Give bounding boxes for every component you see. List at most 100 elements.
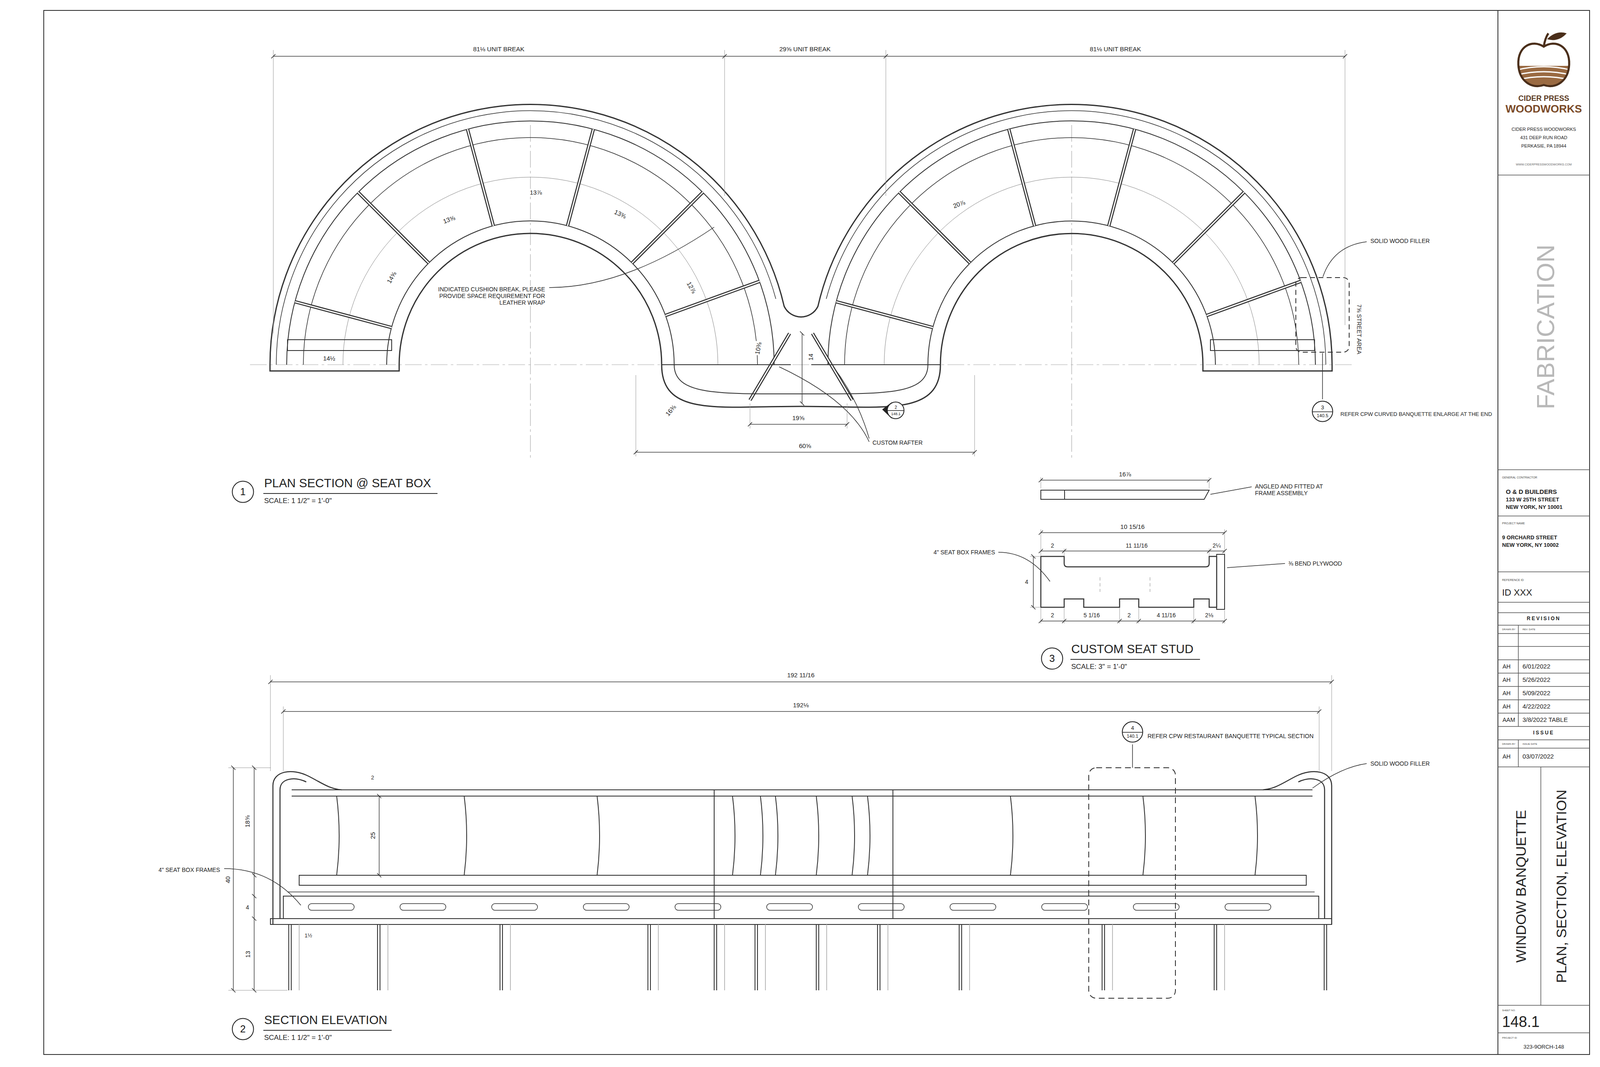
callout-bubble: 1 bbox=[231, 480, 255, 503]
dimension-line bbox=[635, 451, 975, 453]
table-cell: AH bbox=[1501, 689, 1512, 697]
dimension-text: 4 11/16 bbox=[1155, 611, 1177, 619]
leader-line bbox=[1227, 563, 1285, 568]
leader-line bbox=[224, 744, 1367, 905]
end-block bbox=[287, 339, 392, 351]
unit-break bbox=[714, 789, 893, 919]
callout-number: 3 bbox=[1049, 652, 1055, 664]
note-text: REFER CPW RESTAURANT BANQUETTE TYPICAL S… bbox=[1146, 732, 1315, 740]
dimension-text: 2 bbox=[1050, 611, 1055, 619]
field-caption: GENERAL CONTRACTOR bbox=[1501, 475, 1538, 480]
view-title-underline bbox=[263, 493, 1200, 1030]
frame-cutout bbox=[583, 903, 630, 910]
note-text: ANGLED AND FITTED AT FRAME ASSEMBLY bbox=[1254, 482, 1340, 497]
dimension-text: 2¼ bbox=[1211, 542, 1222, 549]
callout-number: 2 bbox=[894, 405, 898, 410]
bubble-content: 2 bbox=[240, 1023, 246, 1035]
table-cell: 5/09/2022 bbox=[1521, 689, 1552, 697]
bubble-content: 4140.1 bbox=[1126, 725, 1139, 739]
dimension-line bbox=[283, 710, 1320, 712]
view-title-underline bbox=[263, 493, 1200, 1030]
table-cell: AAM bbox=[1501, 716, 1516, 723]
bubble-divider bbox=[1312, 411, 1333, 413]
frame-cutout bbox=[1133, 903, 1180, 910]
logo-text: WOODWORKS bbox=[1504, 102, 1583, 116]
frame-cutout bbox=[308, 903, 1271, 910]
leader-line bbox=[1132, 744, 1133, 768]
extension-line bbox=[1030, 477, 1225, 624]
dimension-text: 19⅝ bbox=[791, 414, 805, 422]
title-block-rules bbox=[1497, 175, 1590, 1033]
field-value: ID XXX bbox=[1501, 587, 1533, 598]
bubble-circle bbox=[887, 402, 905, 419]
view-title: SECTION ELEVATION bbox=[263, 1012, 388, 1027]
dimension-text: 7⅝ STREET AREA bbox=[1355, 303, 1363, 355]
frame-cutout bbox=[858, 903, 905, 910]
stud-top-piece bbox=[1040, 490, 1210, 500]
leader-line bbox=[998, 486, 1285, 582]
callout-bubble: 3 bbox=[1040, 647, 1064, 670]
callout-number: 3 bbox=[1320, 404, 1324, 411]
leader-line bbox=[779, 366, 870, 442]
dimension-text: 13⅜ bbox=[612, 207, 628, 221]
extension-line bbox=[228, 675, 1332, 990]
bubble-circle bbox=[232, 481, 254, 503]
view-title: PLAN SECTION @ SEAT BOX bbox=[263, 476, 433, 490]
bubble-circle bbox=[1122, 721, 1143, 743]
base-plate bbox=[270, 918, 1332, 925]
frame-cutout bbox=[1041, 903, 1088, 910]
banquette-plan bbox=[250, 104, 1355, 459]
leg bbox=[288, 924, 1327, 990]
note-text: ⅜ BEND PLYWOOD bbox=[1287, 560, 1343, 567]
hidden-line bbox=[1100, 577, 1150, 592]
cushion-line bbox=[342, 177, 1260, 365]
sheet-frame bbox=[43, 10, 1590, 1055]
back-rail bbox=[291, 789, 1313, 796]
leader-line bbox=[549, 227, 1367, 442]
bubble-outline bbox=[1311, 400, 1334, 423]
sheet-frame bbox=[43, 10, 1590, 1055]
dimension-text: 5 1/16 bbox=[1082, 611, 1101, 619]
field-value: NEW YORK, NY 10002 bbox=[1501, 542, 1560, 549]
company-url: WWW.CIDERPRESSWOODWORKS.COM bbox=[1515, 162, 1573, 167]
bubble-divider bbox=[1122, 731, 1143, 733]
leader-line bbox=[1322, 352, 1323, 400]
note-text: 4" SEAT BOX FRAMES bbox=[932, 548, 996, 556]
field-caption: DRAWN BY bbox=[1501, 742, 1517, 746]
custom-seat-stud bbox=[998, 477, 1285, 624]
cushion-line bbox=[303, 137, 1299, 365]
callout-bubble: 4140.1 bbox=[1121, 720, 1144, 743]
company-logo bbox=[1516, 66, 1571, 80]
company-logo bbox=[1547, 32, 1567, 40]
table-header: ISSUE bbox=[1532, 730, 1555, 736]
project-id: 323-9ORCH-148 bbox=[1522, 1043, 1565, 1050]
frame-cutout bbox=[766, 903, 813, 910]
bubble-content: 3 bbox=[1049, 652, 1055, 664]
seat-frame-divider bbox=[295, 129, 1301, 400]
note-text: CUSTOM RAFTER bbox=[871, 439, 924, 446]
dimension-text: 10⅜ bbox=[753, 340, 764, 356]
dimension-text: 2 bbox=[1126, 611, 1132, 619]
callout-bubble: 3140.5 bbox=[1311, 400, 1334, 423]
dimension-line bbox=[253, 767, 255, 990]
field-caption: DRAWN BY bbox=[1501, 627, 1517, 631]
detail-boundary bbox=[1295, 277, 1350, 353]
table-cell: AH bbox=[1501, 752, 1512, 760]
dimension-text: 2 bbox=[1050, 542, 1055, 549]
field-caption: PROJECT NAME bbox=[1501, 521, 1526, 525]
callout-bubble: 2 bbox=[231, 1017, 255, 1040]
section-elevation bbox=[224, 675, 1367, 998]
dimension-line bbox=[273, 55, 1345, 57]
field-value: O & D BUILDERS bbox=[1505, 487, 1558, 495]
seat-frame-divider bbox=[295, 129, 1301, 400]
bubble-circle bbox=[232, 1018, 254, 1040]
callout-number: 4 bbox=[1130, 725, 1134, 731]
seat-box-frame bbox=[283, 895, 1319, 919]
field-value: NEW YORK, NY 10001 bbox=[1505, 504, 1564, 511]
centerline bbox=[250, 125, 1355, 459]
note-text: SOLID WOOD FILLER bbox=[1369, 237, 1431, 245]
plan-dimensions bbox=[273, 50, 1345, 457]
frame-cutout bbox=[308, 903, 355, 910]
